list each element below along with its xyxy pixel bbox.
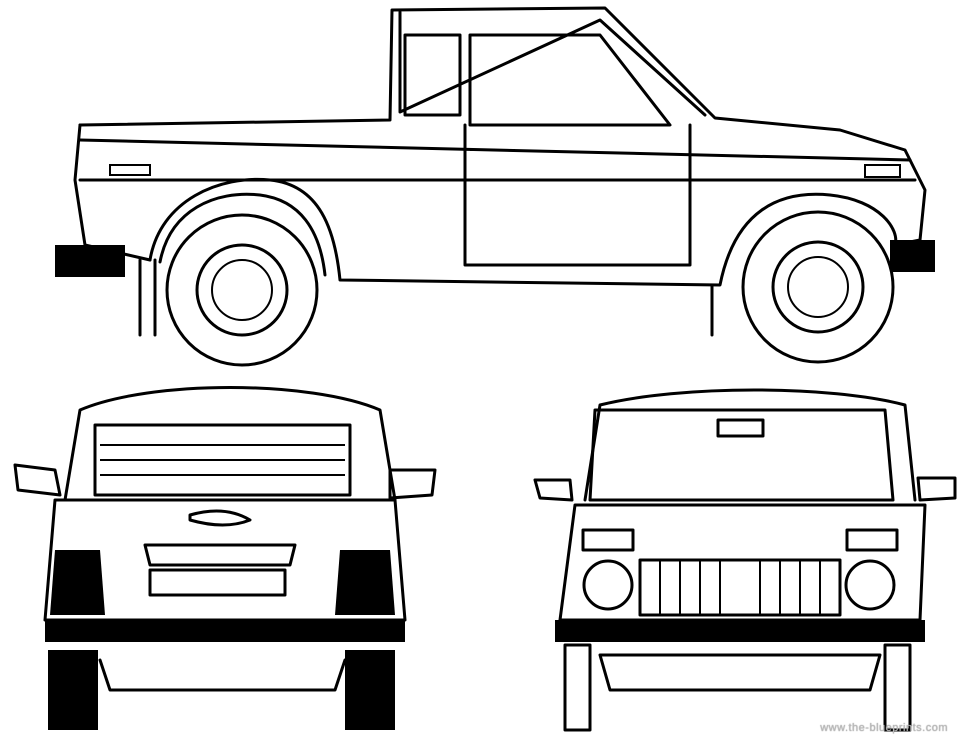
rear-bumper [55, 245, 125, 277]
front-view [533, 388, 957, 732]
rear-view [13, 386, 437, 730]
side-view [55, 6, 935, 367]
front-bumper [890, 240, 935, 272]
watermark: www.the-blueprints.com [820, 722, 948, 734]
